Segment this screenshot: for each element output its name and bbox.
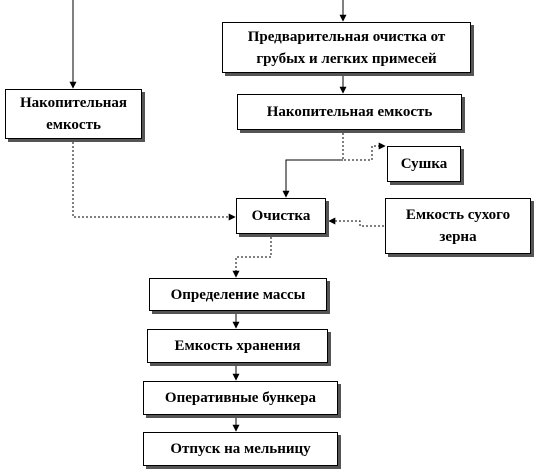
node-storage-buffer-left: Накопительная емкость xyxy=(5,89,142,139)
node-label: Оперативные бункера xyxy=(164,390,317,406)
node-label: Емкость сухого зерна xyxy=(405,207,511,245)
node-label: Очистка xyxy=(251,208,311,224)
node-label: Предварительная очистка от грубых и легк… xyxy=(247,28,446,67)
node-drying: Сушка xyxy=(387,146,461,182)
node-mill-shipping: Отпуск на мельницу xyxy=(143,432,338,466)
node-label: Определение массы xyxy=(170,286,306,303)
node-storage-tank: Емкость хранения xyxy=(147,329,328,363)
node-cleaning: Очистка xyxy=(236,198,326,234)
node-label: Отпуск на мельницу xyxy=(170,441,311,457)
edge-buffer-top-drying xyxy=(342,133,386,161)
node-storage-buffer-top: Накопительная емкость xyxy=(237,94,462,130)
node-preliminary-cleaning: Предварительная очистка от грубых и легк… xyxy=(222,22,471,73)
node-dry-grain-tank: Емкость сухого зерна xyxy=(385,198,531,254)
node-operational-bunkers: Оперативные бункера xyxy=(143,381,338,415)
edge-buffer-top-cleaning xyxy=(282,159,343,198)
node-label: Накопительная емкость xyxy=(19,95,128,133)
node-label: Сушка xyxy=(400,156,448,172)
node-weighing: Определение массы xyxy=(149,278,327,311)
edge-cleaning-weighing xyxy=(232,237,272,278)
node-label: Накопительная емкость xyxy=(266,104,433,120)
node-label: Емкость хранения xyxy=(174,338,301,354)
edge-dry-tank-cleaning xyxy=(328,217,384,227)
edge-buffer-left-cleaning xyxy=(72,142,236,221)
